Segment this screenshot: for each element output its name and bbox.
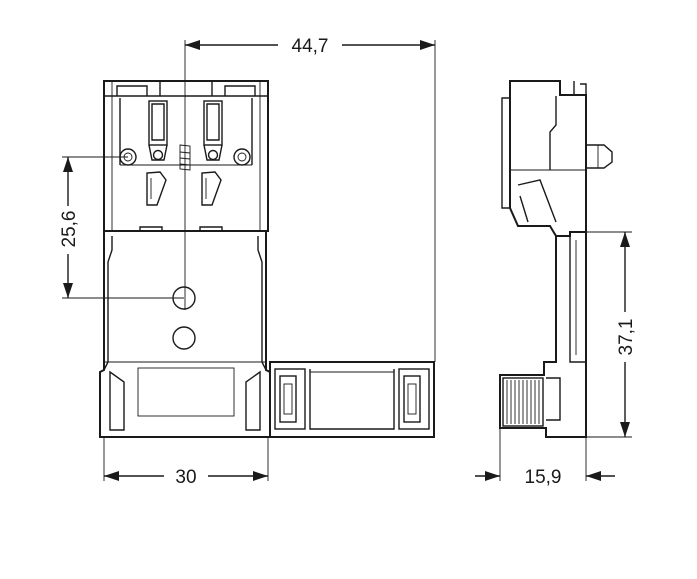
- dimension-side-height: 37,1: [586, 231, 637, 438]
- dim-label-side-depth: 15,9: [525, 467, 562, 488]
- dim-label-side-height: 37,1: [616, 319, 637, 356]
- right-spring-clamp: [201, 100, 223, 206]
- right-screw: [233, 148, 251, 166]
- connector-upper-housing: [103, 80, 269, 232]
- dim-label-overall-width: 44,7: [292, 36, 329, 57]
- dimension-side-depth: 15,9: [475, 428, 615, 488]
- housing-separator: [104, 226, 268, 232]
- side-connector-body: [501, 80, 613, 237]
- left-spring-clamp: [146, 100, 168, 206]
- dim-label-base-width: 30: [175, 467, 196, 488]
- attached-end-module: [269, 361, 435, 438]
- front-view: [99, 40, 435, 438]
- dim-label-center-height: 25,6: [59, 211, 80, 248]
- dimension-overall-width: 44,7: [185, 36, 436, 362]
- base-housing: [99, 231, 271, 438]
- dimension-center-height: 25,6: [59, 156, 184, 299]
- side-view: [499, 80, 613, 438]
- side-base-housing: [499, 232, 587, 438]
- dimension-base-width: 30: [103, 437, 269, 488]
